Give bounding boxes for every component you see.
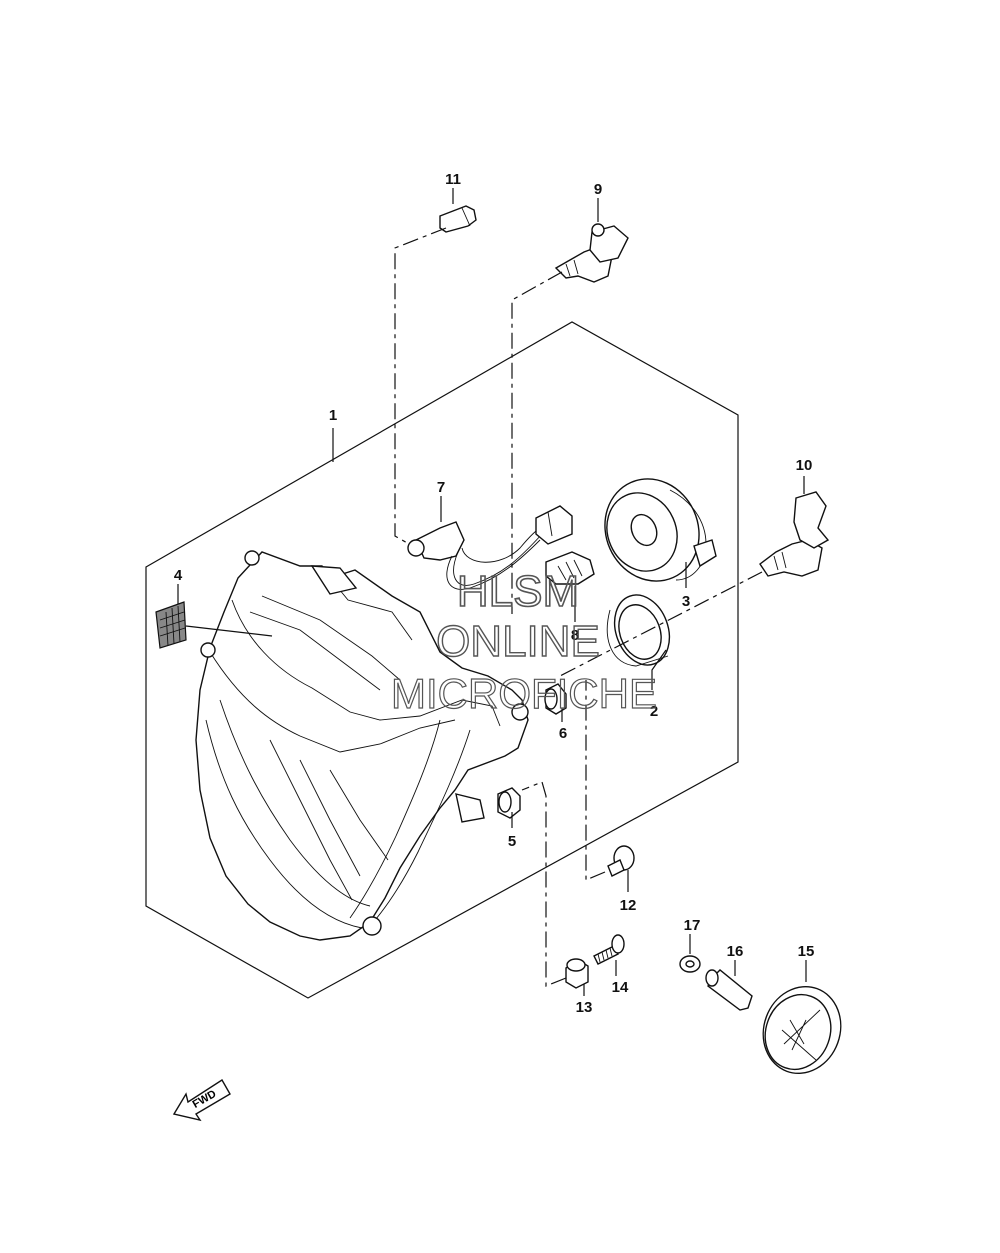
leader-13-dash <box>521 781 567 987</box>
callout-17: 17 <box>684 917 701 934</box>
callout-14: 14 <box>612 979 629 996</box>
leader-10-dash <box>559 571 763 677</box>
callout-15: 15 <box>798 943 815 960</box>
leader-11-dash <box>394 227 447 549</box>
grommet-6 <box>544 683 567 715</box>
callout-2: 2 <box>650 703 658 720</box>
callout-6: 6 <box>559 725 567 742</box>
watermark-line-2: ONLINE <box>436 617 600 666</box>
fwd-arrow: FWD <box>172 1079 231 1122</box>
grommet-5 <box>497 787 521 819</box>
cap-15 <box>762 985 842 1075</box>
watermark-line-1: HLSM <box>457 567 579 616</box>
callout-7: 7 <box>437 479 445 496</box>
rubber-seal <box>606 594 671 667</box>
headlight-housing <box>195 550 529 941</box>
leader-4b <box>185 625 273 637</box>
headlight-bulb-h7 <box>759 491 830 577</box>
headlight-bulb-h4 <box>554 223 629 283</box>
leader-2 <box>651 649 667 690</box>
bulb-socket-harness <box>407 505 573 590</box>
callout-9: 9 <box>594 181 602 198</box>
bulb-cover <box>604 478 717 582</box>
leader-12-dash <box>585 680 606 881</box>
screw-12 <box>607 845 635 877</box>
bolt-14 <box>593 934 625 965</box>
position-bulb <box>439 205 477 233</box>
callout-16: 16 <box>727 943 744 960</box>
assembly-boundary <box>145 321 739 999</box>
spacer-16 <box>705 969 753 1011</box>
reflector-sticker <box>155 601 187 649</box>
callout-1: 1 <box>329 407 337 424</box>
bulb-socket-8 <box>545 551 595 585</box>
watermark-line-3: MICROFICHE <box>391 670 657 717</box>
callout-13: 13 <box>576 999 593 1016</box>
collar-13 <box>565 958 589 989</box>
callout-11: 11 <box>445 171 461 188</box>
callout-8: 8 <box>571 627 579 644</box>
callout-4: 4 <box>174 567 183 584</box>
callout-5: 5 <box>508 833 516 850</box>
watermark: HLSM ONLINE MICROFICHE <box>390 566 657 717</box>
washer-17 <box>679 955 701 973</box>
callout-12: 12 <box>620 897 637 914</box>
callout-3: 3 <box>682 593 690 610</box>
callout-10: 10 <box>796 457 813 474</box>
